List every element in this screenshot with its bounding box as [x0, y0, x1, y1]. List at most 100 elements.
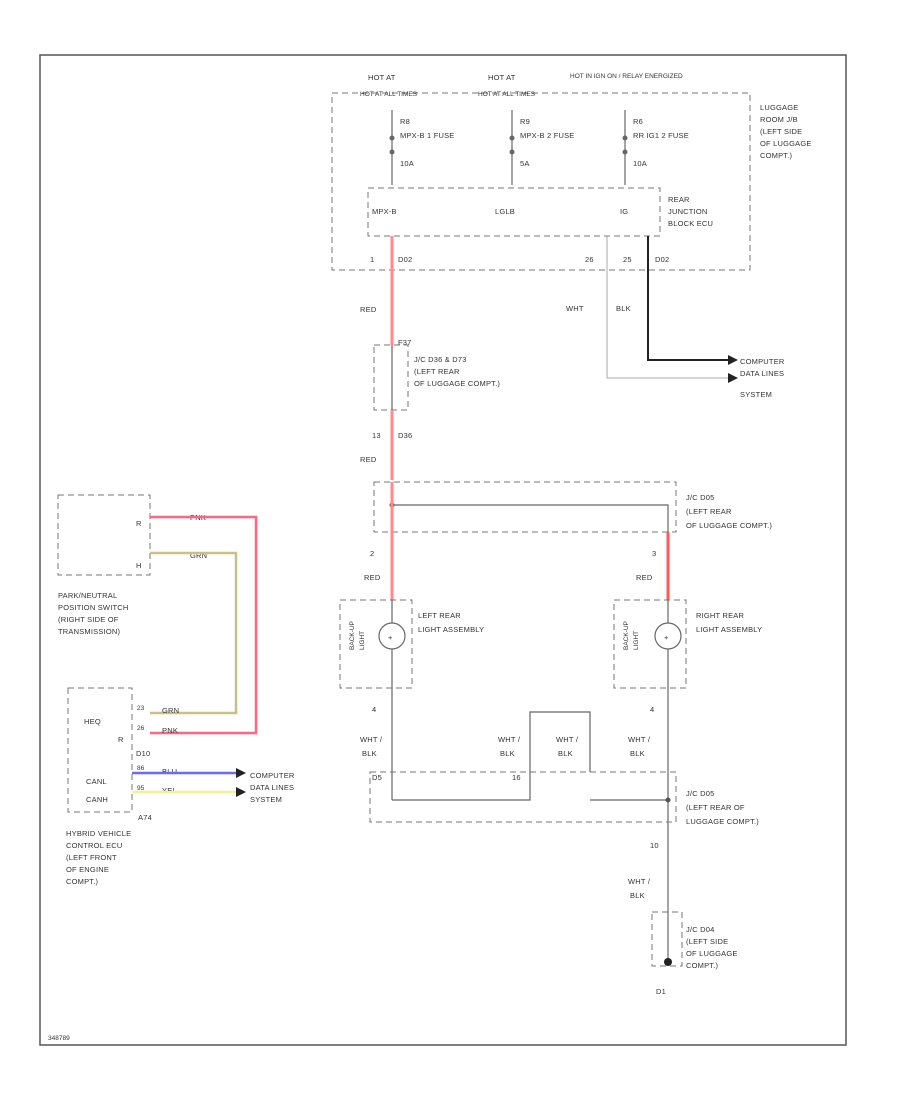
fuse-2-name: MPX-B 2 FUSE — [520, 131, 575, 140]
luggage-room-junction-block: HOT AT HOT AT ALL TIMES HOT AT HOT AT AL… — [331, 73, 811, 271]
red-wire-label-1: RED — [360, 305, 377, 314]
svg-text:WHT /: WHT / — [360, 735, 383, 744]
svg-text:COMPT.): COMPT.) — [66, 877, 99, 886]
hybrid-vehicle-control-ecu: HEQ R D10 CANL CANH 23 26 86 95 GRN PNK … — [66, 687, 179, 886]
junction-connector-4: J/C D04 (LEFT SIDE OF LUGGAGE COMPT.) D1 — [651, 900, 738, 996]
hv-wire-blu: BLU — [162, 767, 177, 776]
ecu-pin-ig: IG — [620, 207, 628, 216]
hv-wire-pnk: PNK — [162, 726, 178, 735]
svg-text:(RIGHT SIDE OF: (RIGHT SIDE OF — [58, 615, 119, 624]
ecu-pin-mpx-b: MPX-B — [372, 207, 397, 216]
svg-text:(LEFT REAR: (LEFT REAR — [414, 367, 460, 376]
jc1-pin-d36: D36 — [398, 431, 412, 440]
ground-label: D1 — [656, 987, 666, 996]
jb-wire-blk: BLK — [616, 304, 631, 313]
svg-text:OF ENGINE: OF ENGINE — [66, 865, 109, 874]
left-lamp-pin: 4 — [372, 705, 376, 714]
jc1-pin-13: 13 — [372, 431, 381, 440]
hot-label-3: HOT IN IGN ON / RELAY ENERGIZED — [570, 73, 683, 80]
pn-wire-grn: GRN — [190, 551, 207, 560]
hv-wire-grn: GRN — [162, 706, 179, 715]
red-wire-label-2: RED — [360, 455, 377, 464]
junction-connector-2: J/C D05 (LEFT REAR OF LUGGAGE COMPT.) 2 … — [370, 481, 772, 558]
ground-icon — [664, 958, 672, 966]
svg-text:BLK: BLK — [630, 749, 645, 758]
svg-text:OF LUGGAGE COMPT.): OF LUGGAGE COMPT.) — [686, 521, 772, 530]
jb-wire-wht: WHT — [566, 304, 584, 313]
svg-text:COMPT.): COMPT.) — [686, 961, 719, 970]
svg-text:J/C D05: J/C D05 — [686, 789, 715, 798]
arrow-icon — [236, 787, 246, 797]
junction-block-location: LUGGAGE ROOM J/B (LEFT SIDE OF LUGGAGE C… — [760, 103, 811, 160]
jb-terminal-d02: D02 — [398, 255, 412, 264]
junction-block-box — [331, 92, 751, 271]
svg-text:HYBRID VEHICLE: HYBRID VEHICLE — [66, 829, 131, 838]
svg-text:J/C D05: J/C D05 — [686, 493, 715, 502]
rear-junction-block-ecu-box — [367, 187, 661, 237]
fuse-3-name: RR IG1 2 FUSE — [633, 131, 689, 140]
svg-text:26: 26 — [137, 725, 145, 732]
hv-data-lines-3: SYSTEM — [250, 795, 282, 804]
fuse-3-id: R6 — [633, 117, 643, 126]
jc2-pin-3: 3 — [652, 549, 656, 558]
red-wire-label-right: RED — [636, 573, 653, 582]
svg-text:COMPT.): COMPT.) — [760, 151, 793, 160]
fuse-mpx-b-2: R9 MPX-B 2 FUSE 5A — [509, 110, 575, 185]
right-rear-light-assembly: + BACK-UP LIGHT RIGHT REAR LIGHT ASSEMBL… — [613, 599, 762, 714]
svg-text:J/C D36 & D73: J/C D36 & D73 — [414, 355, 467, 364]
left-rear-light-assembly: + BACK-UP LIGHT LEFT REAR LIGHT ASSEMBLY… — [339, 599, 484, 714]
jb-data-lines: WHT BLK COMPUTER DATA LINES SYSTEM — [566, 236, 785, 399]
svg-text:LUGGAGE COMPT.): LUGGAGE COMPT.) — [686, 817, 759, 826]
jb-terminal-25: 25 — [623, 255, 632, 264]
hv-pin-canh: CANH — [86, 795, 108, 804]
fuse-1-name: MPX-B 1 FUSE — [400, 131, 455, 140]
svg-text:TRANSMISSION): TRANSMISSION) — [58, 627, 120, 636]
pink-wire — [150, 515, 258, 735]
svg-text:OF LUGGAGE COMPT.): OF LUGGAGE COMPT.) — [414, 379, 500, 388]
svg-text:RIGHT REAR: RIGHT REAR — [696, 611, 745, 620]
green-wire — [150, 551, 238, 715]
jc1-connector: F37 — [398, 338, 412, 347]
arrow-icon — [236, 768, 246, 778]
svg-text:BLK: BLK — [630, 891, 645, 900]
ecu-name-2: JUNCTION — [668, 207, 708, 216]
svg-text:LIGHT: LIGHT — [633, 631, 640, 650]
svg-text:J/C D04: J/C D04 — [686, 925, 715, 934]
svg-text:(LEFT SIDE: (LEFT SIDE — [760, 127, 802, 136]
svg-text:LIGHT ASSEMBLY: LIGHT ASSEMBLY — [696, 625, 762, 634]
svg-text:LIGHT ASSEMBLY: LIGHT ASSEMBLY — [418, 625, 484, 634]
jb-terminal-d02-b: D02 — [655, 255, 669, 264]
left-backup-lamp-icon — [378, 622, 406, 650]
svg-text:(LEFT REAR: (LEFT REAR — [686, 507, 732, 516]
ecu-pin-lglb: LGLB — [495, 207, 515, 216]
svg-text:CONTROL ECU: CONTROL ECU — [66, 841, 123, 850]
svg-text:LIGHT: LIGHT — [359, 631, 366, 650]
hot-label-1a: HOT AT — [368, 73, 396, 82]
svg-text:95: 95 — [137, 785, 145, 792]
svg-text:BLK: BLK — [362, 749, 377, 758]
svg-text:(LEFT FRONT: (LEFT FRONT — [66, 853, 117, 862]
figure-id: 348789 — [48, 1035, 70, 1042]
jc3-pin-d5: D5 — [372, 773, 382, 782]
hv-wire-yel: YEL — [162, 786, 177, 795]
fuse-2-amps: 5A — [520, 159, 530, 168]
jb-terminal-26: 26 — [585, 255, 594, 264]
hv-pin-heq: HEQ — [84, 717, 101, 726]
right-lamp-pin: 4 — [650, 705, 654, 714]
svg-text:86: 86 — [137, 765, 145, 772]
svg-text:23: 23 — [137, 705, 145, 712]
jb-data-lines-label-2: DATA LINES — [740, 369, 784, 378]
pn-pin-r: R — [136, 519, 142, 528]
hv-connector: A74 — [138, 813, 152, 822]
fuse-mpx-b-1: R8 MPX-B 1 FUSE 10A — [389, 110, 455, 185]
jb-terminal-1: 1 — [370, 255, 374, 264]
svg-text:OF LUGGAGE: OF LUGGAGE — [686, 949, 738, 958]
fuse-2-id: R9 — [520, 117, 530, 126]
hv-data-lines-2: DATA LINES — [250, 783, 294, 792]
jc3-pin-out: 10 — [650, 841, 659, 850]
fuse-rr-ig1-2: R6 RR IG1 2 FUSE 10A — [622, 110, 689, 185]
svg-text:WHT /: WHT / — [628, 877, 651, 886]
svg-text:ROOM J/B: ROOM J/B — [760, 115, 798, 124]
hot-label-2: HOT AT ALL TIMES — [478, 91, 536, 98]
svg-text:WHT /: WHT / — [498, 735, 521, 744]
